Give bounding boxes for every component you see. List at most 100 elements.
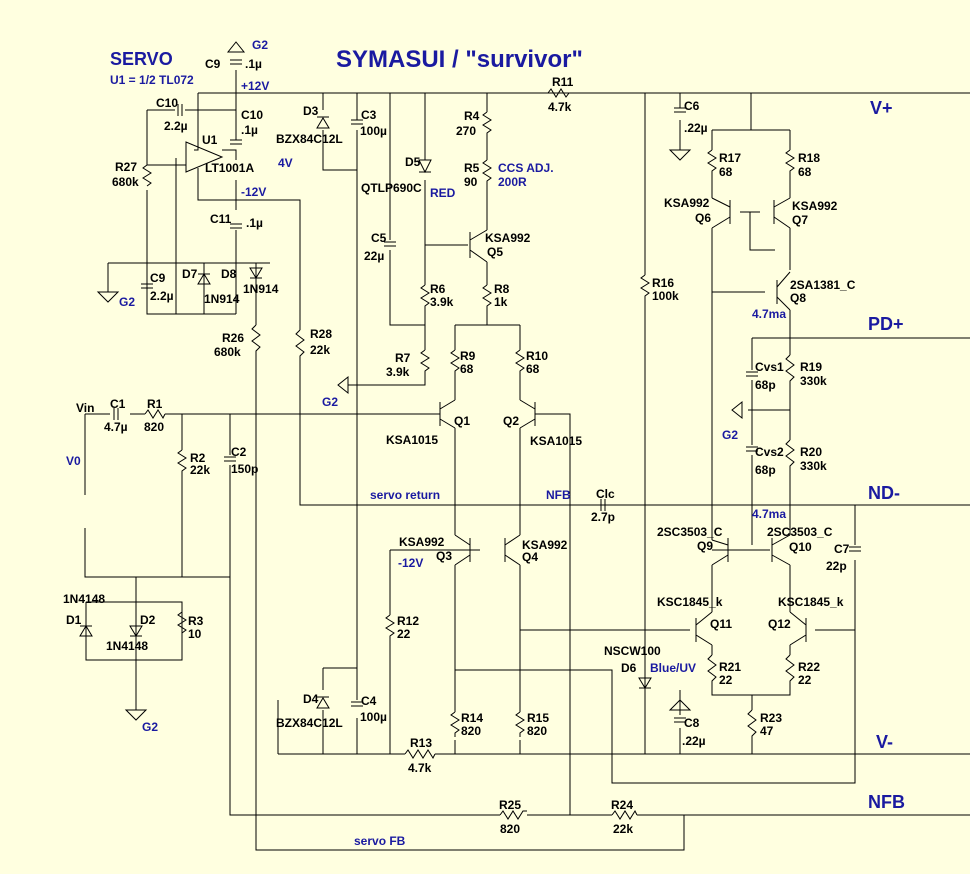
q12-ref: Q12 (768, 617, 791, 631)
labels: SYMASUI / "survivor" SERVO U1 = 1/2 TL07… (63, 38, 905, 848)
d4-value: BZX84C12L (276, 716, 343, 730)
d5-value: QTLP690C (361, 181, 422, 195)
q8-transistor (776, 271, 791, 311)
c11-capacitor (230, 223, 242, 229)
r22-resistor (785, 654, 795, 685)
d2-ref: D2 (140, 613, 156, 627)
q5-value: KSA992 (485, 231, 531, 245)
q11-ref: Q11 (710, 617, 732, 631)
r25-value: 820 (500, 822, 520, 836)
r6-resistor (420, 284, 430, 310)
clc-value: 2.7p (591, 510, 615, 524)
c10a-value: 2.2µ (164, 119, 188, 133)
q9-transistor (711, 538, 729, 566)
rail-v-minus: V- (876, 732, 893, 752)
r5-resistor (482, 159, 492, 188)
c1-ref: C1 (110, 397, 126, 411)
net-servo-return: servo return (370, 488, 440, 502)
c6-capacitor (674, 107, 686, 113)
r12-ref: R12 (397, 614, 419, 628)
r11-ref: R11 (552, 75, 574, 89)
net-vin: Vin (76, 401, 94, 415)
r23-value: 47 (760, 724, 774, 738)
supply-minus12-b: -12V (398, 556, 423, 570)
g2-bottom: G2 (142, 720, 158, 734)
d4-zener-diode (316, 696, 330, 709)
r21-ref: R21 (719, 660, 741, 674)
supply-v4: 4V (278, 156, 293, 170)
c5-ref: C5 (371, 231, 387, 245)
r2-ref: R2 (190, 451, 206, 465)
note-ccs-200r: 200R (498, 175, 527, 189)
c3-capacitor (351, 119, 363, 125)
c2-capacitor (224, 456, 236, 462)
r9-resistor (450, 349, 460, 375)
r22-value: 22 (798, 673, 812, 687)
r12-resistor (385, 614, 395, 640)
c10b-ref: C10 (241, 108, 263, 122)
q4-value: KSA992 (522, 538, 568, 552)
d3-zener-diode (316, 116, 330, 129)
note-red: RED (430, 186, 456, 200)
g2-servo: G2 (119, 295, 135, 309)
c8-value: .22µ (682, 734, 706, 748)
d7-ref: D7 (182, 267, 198, 281)
rail-v-plus: V+ (870, 98, 893, 118)
r17-value: 68 (719, 165, 733, 179)
d1-diode (79, 625, 93, 637)
c10b-value: .1µ (241, 123, 258, 137)
c9a-value: .1µ (245, 57, 262, 71)
cvs1-ref: Cvs1 (755, 360, 784, 374)
ground-top-symbol (226, 41, 246, 53)
r9-ref: R9 (460, 349, 476, 363)
r28-ref: R28 (310, 327, 332, 341)
symbols (79, 41, 861, 820)
r26-ref: R26 (222, 331, 244, 345)
r26-resistor (251, 324, 261, 358)
r19-value: 330k (800, 374, 827, 388)
r9-value: 68 (460, 362, 474, 376)
r20-ref: R20 (800, 445, 822, 459)
r28-resistor (295, 329, 305, 363)
q4-ref: Q4 (522, 550, 538, 564)
r19-ref: R19 (800, 360, 822, 374)
r13-resistor (404, 749, 436, 760)
d5-led (418, 159, 432, 174)
q1-value: KSA1015 (386, 433, 438, 447)
q8-ref: Q8 (790, 291, 806, 305)
q8-value: 2SA1381_C (790, 278, 856, 292)
d2-value: 1N4148 (106, 639, 148, 653)
c9b-value: 2.2µ (150, 289, 174, 303)
cvs1-capacitor (746, 371, 758, 377)
q6-ref: Q6 (695, 211, 711, 225)
r23-ref: R23 (760, 711, 782, 725)
net-ma-bot: 4.7ma (752, 507, 786, 521)
r28-value: 22k (310, 343, 330, 357)
r21-resistor (707, 654, 717, 685)
c11-ref: C11 (210, 212, 232, 226)
d6-value: NSCW100 (604, 644, 661, 658)
c4-ref: C4 (361, 694, 377, 708)
r24-value: 22k (613, 822, 633, 836)
d6-ref: D6 (621, 661, 637, 675)
r7-ref: R7 (395, 351, 411, 365)
r8-value: 1k (494, 295, 508, 309)
r10-value: 68 (526, 362, 540, 376)
r8-ref: R8 (494, 282, 510, 296)
servo-note: U1 = 1/2 TL072 (110, 73, 194, 87)
r17-ref: R17 (719, 151, 741, 165)
r26-value: 680k (214, 345, 241, 359)
g2-right: G2 (722, 428, 738, 442)
q6-transistor (711, 197, 731, 229)
r14-resistor (450, 711, 460, 737)
c9a-ref: C9 (205, 57, 221, 71)
clc-ref: Clc (596, 487, 615, 501)
r4-ref: R4 (464, 109, 480, 123)
d5-ref: D5 (405, 155, 421, 169)
r18-ref: R18 (798, 151, 820, 165)
c8-capacitor (674, 717, 686, 723)
c7-value: 22p (826, 559, 847, 573)
net-servo-fb: servo FB (354, 834, 406, 848)
r24-ref: R24 (611, 798, 633, 812)
r5-value: 90 (464, 175, 478, 189)
